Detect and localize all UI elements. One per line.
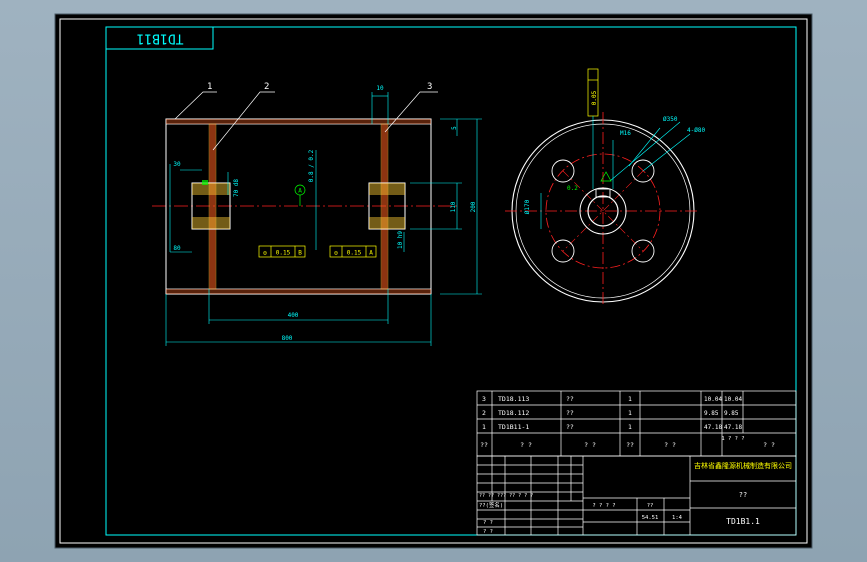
dim-overall-length: 800 (282, 335, 293, 342)
balloon-3: 3 (427, 82, 432, 92)
side-dimension-text: 4-Ø80 Ø350 Ø170 M16 0.05 0.2 (524, 90, 705, 214)
tol-1-symbol: ◎ (263, 250, 267, 257)
body-outline (165, 118, 432, 295)
dim-height: 200 (470, 201, 477, 212)
shell-top-hatch (166, 119, 431, 124)
datum-a: A (294, 184, 306, 206)
left-label-3: ? ? (483, 520, 493, 526)
balloon-2: 2 (264, 82, 269, 92)
bom-row-1-code: TD1B11-1 (498, 423, 529, 431)
bom-header-remark: ? ? (763, 441, 775, 449)
dim-callout-top: 0.8 / 0.2 (308, 149, 315, 182)
bom-row-2-mass2: 9.85 (724, 410, 739, 417)
dim-center: 0.2 (567, 185, 578, 192)
shell-bottom-hatch (166, 289, 431, 294)
bom-row-2-qty: 1 (628, 409, 632, 417)
scale-value: 1:4 (672, 515, 683, 521)
bolt-hole (551, 159, 575, 183)
bom-row-3-qty: 1 (628, 395, 632, 403)
dim-left-boss: 30 (173, 161, 181, 168)
company-name: 吉林省鑫隆源机械制造有限公司 (694, 461, 792, 470)
hub-circle (579, 187, 627, 235)
bolt-hole (551, 239, 575, 263)
dim-hole-spec: 4-Ø80 (687, 127, 705, 134)
bom-row-3-mass2: 10.04 (724, 396, 742, 403)
bom-header-no: ?? (480, 441, 488, 449)
bom-row-1-qty: 1 (628, 423, 632, 431)
code-box-label: TD1B11 (137, 31, 184, 46)
left-label-2: ??(签名) (479, 501, 503, 509)
part-name: ?? (739, 491, 747, 499)
bom-header-material: ? ? (664, 441, 676, 449)
bom-text: 3 TD18.113 ?? 1 10.04 10.04 2 TD18.112 ?… (480, 395, 775, 449)
dim-keyway-right: 10 h9 (397, 231, 404, 249)
bom-row-2-name: ?? (566, 409, 574, 417)
bom-row-1-no: 1 (482, 423, 486, 431)
dim-circle: Ø170 (524, 199, 531, 214)
bore-circle (587, 195, 619, 227)
dim-top-width: 10 (376, 85, 384, 92)
bolt-hole (631, 239, 655, 263)
bom-row-2-mass1: 9.85 (704, 410, 719, 417)
dim-right-step: 5 (451, 126, 458, 130)
bom-row-2-code: TD18.112 (498, 409, 529, 417)
weight-value: 54.51 (642, 515, 659, 521)
tol-1-value: 0.15 (276, 250, 291, 257)
bom-row-3-code: TD18.113 (498, 395, 529, 403)
bom-row-1-name: ?? (566, 423, 574, 431)
side-view (505, 68, 700, 306)
title-block-text: 吉林省鑫隆源机械制造有限公司 ?? TD1B1.1 ? ? ? ? ?? 54.… (479, 461, 792, 535)
datum-a-label: A (298, 188, 302, 195)
right-plate (380, 123, 389, 290)
bom-header-mass: 1 ? ? ? (721, 436, 744, 442)
bom-row-2-no: 2 (482, 409, 486, 417)
front-dimension-text: 800 400 10 200 110 5 30 80 70 d8 0.8 / 0… (173, 85, 477, 342)
dim-left-boss-dia: 70 d8 (233, 179, 240, 197)
tol-2-symbol: ◎ (334, 250, 338, 257)
weight-label: ?? (647, 503, 654, 509)
title-block (476, 455, 797, 536)
code-box: TD1B11 (105, 26, 214, 50)
left-label-1: ?? ?? ??? ?? ? ? ? (479, 493, 533, 499)
bom-row-1-mass2: 47.18 (724, 424, 742, 431)
dim-inner-length: 400 (288, 312, 299, 319)
bom-table (476, 390, 797, 457)
dim-left-boss-bottom: 80 (173, 245, 181, 252)
dim-pcd: Ø350 (663, 116, 678, 123)
tol-2-datum: A (369, 250, 373, 257)
front-dimensions (165, 92, 482, 346)
bom-row-3-name: ?? (566, 395, 574, 403)
left-plate (208, 123, 217, 290)
dim-bore: 110 (450, 201, 457, 212)
left-hub (191, 182, 231, 230)
keyway (595, 188, 611, 198)
inner-border (105, 26, 797, 536)
tol-2-value: 0.15 (347, 250, 362, 257)
bom-header-name: ? ? (584, 441, 596, 449)
front-section-view: 1 2 3 (152, 82, 458, 295)
sheet (54, 13, 813, 549)
bom-header-code: ? ? (520, 441, 532, 449)
right-hub (368, 182, 406, 230)
dim-keyway-left: M16 (620, 130, 631, 137)
tolerance-frame-1: ◎ 0.15 B (258, 245, 306, 258)
bolt-hole (631, 159, 655, 183)
tolerance-frame-2: ◎ 0.15 A (329, 245, 377, 258)
outer-border (59, 18, 808, 544)
dim-shaft: 0.05 (591, 90, 598, 105)
stage-label: ? ? ? ? (592, 503, 615, 509)
bom-row-1-mass1: 47.18 (704, 424, 722, 431)
bom-header-qty: ?? (626, 441, 634, 449)
left-label-4: ? ? (483, 529, 493, 535)
balloon-1: 1 (207, 82, 212, 92)
bom-row-3-no: 3 (482, 395, 486, 403)
bom-row-3-mass1: 10.04 (704, 396, 722, 403)
drawing-number: TD1B1.1 (726, 517, 760, 526)
tol-1-datum: B (298, 250, 302, 257)
